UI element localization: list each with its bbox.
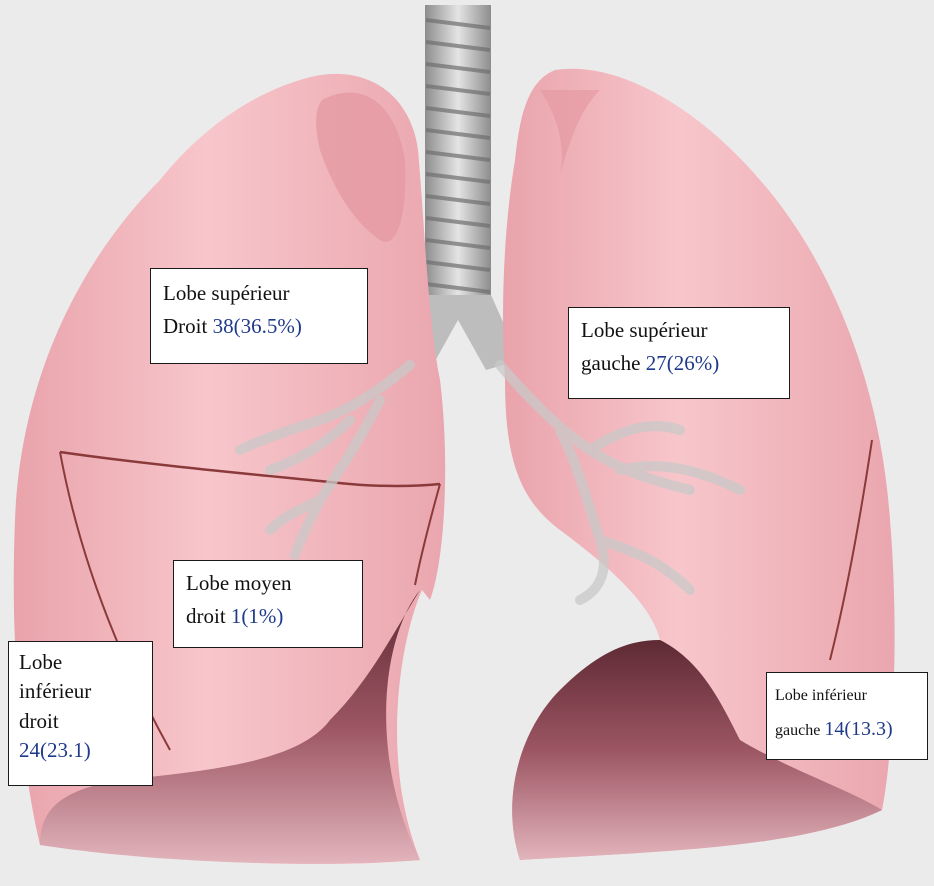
left-lower-lobe-count-line: gauche 14(13.3)	[775, 711, 919, 748]
right-upper-lobe-count-line: Droit 38(36.5%)	[163, 310, 355, 343]
right-middle-lobe-count-line: droit 1(1%)	[186, 600, 350, 633]
left-upper-lobe-side: gauche	[581, 351, 646, 375]
right-lower-lobe-side: droit	[19, 707, 142, 736]
left-upper-lobe-value: 27(26%)	[646, 351, 719, 375]
right-middle-lobe-title: Lobe moyen	[186, 567, 350, 600]
left-upper-lobe-count-line: gauche 27(26%)	[581, 347, 777, 380]
left-lower-lobe-title: Lobe inférieur	[775, 681, 919, 711]
label-right-upper-lobe: Lobe supérieur Droit 38(36.5%)	[150, 268, 368, 364]
right-lower-lobe-title: Lobe	[19, 648, 142, 677]
right-lower-lobe-value: 24(23.1)	[19, 736, 142, 765]
label-right-lower-lobe: Lobe inférieur droit 24(23.1)	[8, 641, 153, 786]
label-left-lower-lobe: Lobe inférieur gauche 14(13.3)	[766, 672, 928, 760]
right-upper-lobe-value: 38(36.5%)	[213, 314, 302, 338]
right-lower-lobe-subtitle: inférieur	[19, 677, 142, 706]
right-upper-lobe-side: Droit	[163, 314, 213, 338]
label-left-upper-lobe: Lobe supérieur gauche 27(26%)	[568, 307, 790, 399]
right-middle-lobe-value: 1(1%)	[231, 604, 283, 628]
left-lower-lobe-side: gauche	[775, 722, 824, 739]
right-upper-lobe-title: Lobe supérieur	[163, 277, 355, 310]
left-lower-lobe-value: 14(13.3)	[824, 718, 892, 740]
label-right-middle-lobe: Lobe moyen droit 1(1%)	[173, 560, 363, 648]
left-upper-lobe-title: Lobe supérieur	[581, 314, 777, 347]
right-middle-lobe-side: droit	[186, 604, 231, 628]
